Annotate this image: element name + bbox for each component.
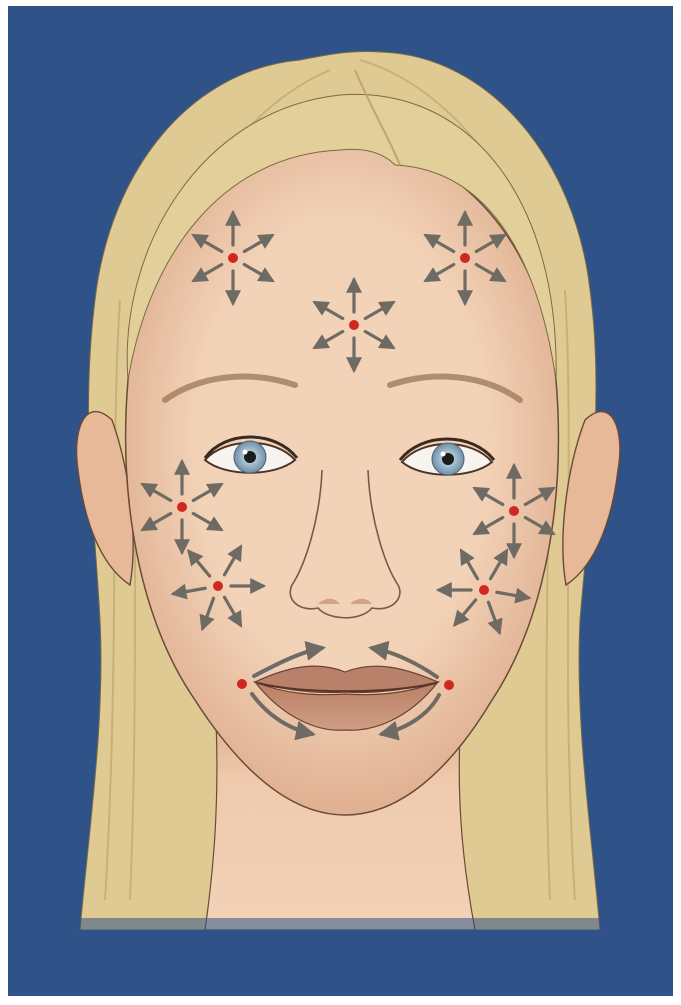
forehead-center-point: [349, 320, 359, 330]
cheek-lower-left-point: [213, 581, 223, 591]
cheek-lower-right-point: [479, 585, 489, 595]
bottom-band: [8, 930, 673, 996]
forehead-left-point: [228, 253, 238, 263]
forehead-right-point: [460, 253, 470, 263]
mouth-corner-left-point: [237, 679, 247, 689]
cheek-upper-right-point: [509, 506, 519, 516]
mouth-corner-right-point: [444, 680, 454, 690]
cheek-upper-left-point: [177, 502, 187, 512]
